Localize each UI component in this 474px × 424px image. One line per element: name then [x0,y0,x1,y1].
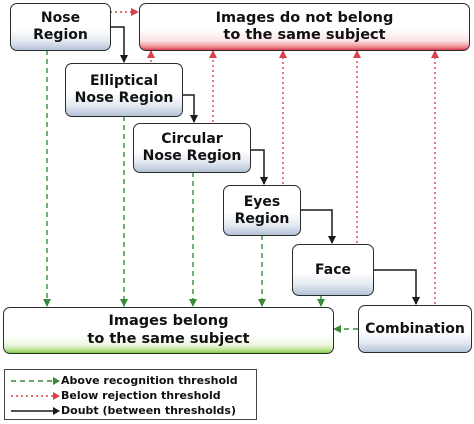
legend-black-solid-arrow-icon [11,407,60,415]
legend-row-below: Below rejection threshold [5,389,256,403]
elliptical-nose-region-box: Elliptical Nose Region [65,63,183,117]
doubt-arrow-face-to-combination [373,269,420,305]
not-same-subject-label: Images do not belong to the same subject [215,9,394,43]
circular-nose-region-label: Circular Nose Region [142,131,242,164]
nose-region-box: Nose Region [10,3,111,51]
legend-below-label: Below rejection threshold [61,389,221,402]
legend: Above recognition threshold Below reject… [4,369,257,420]
same-subject-box: Images belong to the same subject [3,307,334,354]
legend-doubt-label: Doubt (between thresholds) [61,404,236,417]
combination-box: Combination [358,305,472,353]
eyes-region-box: Eyes Region [223,185,301,236]
face-box: Face [292,244,374,296]
legend-row-above: Above recognition threshold [5,374,256,388]
doubt-arrow-elliptical-to-circular [182,94,198,123]
doubt-arrow-circular-to-eyes [250,149,268,185]
legend-red-dotted-arrow-icon [11,392,60,400]
face-label: Face [315,261,351,278]
doubt-arrow-nose-to-elliptical [110,26,128,63]
legend-row-doubt: Doubt (between thresholds) [5,404,256,418]
circular-nose-region-box: Circular Nose Region [133,123,251,173]
legend-above-label: Above recognition threshold [61,374,238,387]
doubt-arrow-eyes-to-face [300,209,336,244]
eyes-region-label: Eyes Region [234,193,290,227]
elliptical-nose-region-label: Elliptical Nose Region [74,73,174,106]
same-subject-label: Images belong to the same subject [87,313,250,347]
legend-green-dashed-arrow-icon [11,377,60,385]
nose-region-label: Nose Region [33,10,88,43]
combination-label: Combination [365,320,465,337]
not-same-subject-box: Images do not belong to the same subject [139,3,470,51]
